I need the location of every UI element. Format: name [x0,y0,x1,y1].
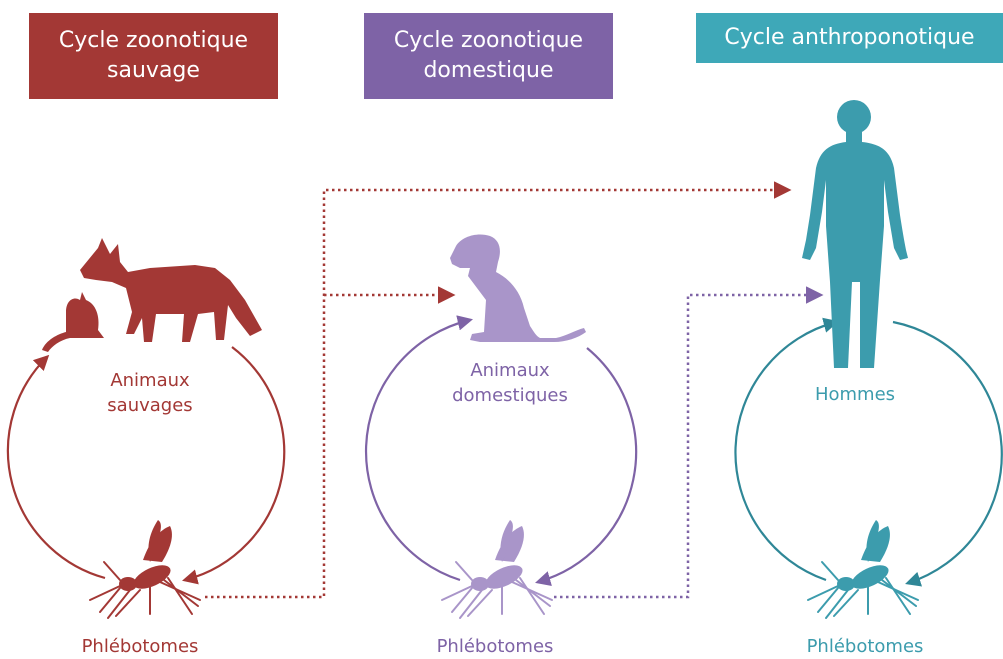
label-domestic-host: Animaux domestiques [430,358,590,408]
human-arc-host-to-vector [893,322,1002,583]
label-wild-host: Animaux sauvages [80,368,220,418]
label-wild-host-line1: Animaux [80,368,220,393]
label-human-vector-text: Phlébotomes [785,634,945,659]
sandfly-icon-wild [90,520,200,618]
label-human-host: Hommes [790,382,920,407]
label-domestic-vector: Phlébotomes [415,634,575,659]
label-domestic-host-line2: domestiques [430,383,590,408]
dog-icon [450,234,586,342]
sandfly-icon-human [808,520,918,618]
label-human-vector: Phlébotomes [785,634,945,659]
label-wild-vector: Phlébotomes [60,634,220,659]
label-domestic-host-line1: Animaux [430,358,590,383]
fox-and-rodent-icon [42,238,262,352]
label-human-host-line1: Hommes [790,382,920,407]
label-domestic-vector-text: Phlébotomes [415,634,575,659]
human-arc-vector-to-host [735,322,836,580]
label-wild-vector-text: Phlébotomes [60,634,220,659]
label-wild-host-line2: sauvages [80,393,220,418]
sandfly-icon-domestic [442,520,552,618]
